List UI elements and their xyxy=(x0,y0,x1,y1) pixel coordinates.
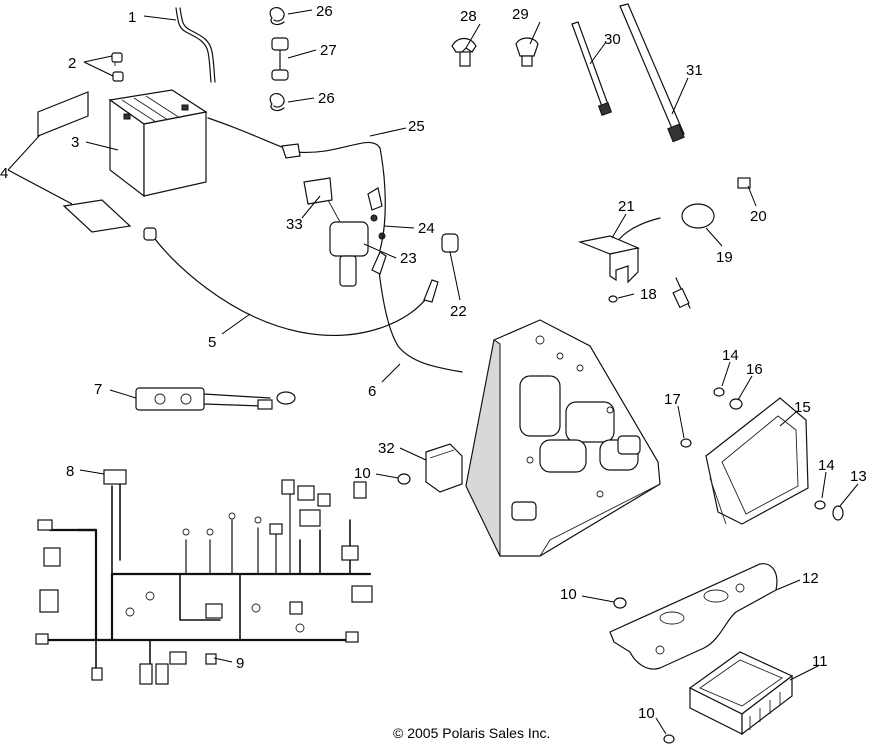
callout-10c: 10 xyxy=(638,705,655,722)
copyright-notice: © 2005 Polaris Sales Inc. xyxy=(393,725,550,741)
fasteners-part xyxy=(680,387,844,521)
callout-8: 8 xyxy=(66,463,74,480)
callout-29: 29 xyxy=(512,6,529,23)
callout-21: 21 xyxy=(618,198,635,215)
callout-14a: 14 xyxy=(722,347,739,364)
callout-11: 11 xyxy=(812,653,828,670)
callout-23: 23 xyxy=(400,250,417,267)
callout-6: 6 xyxy=(368,383,376,400)
vent-tube-part xyxy=(175,7,216,83)
callouts: 1 2 3 4 5 6 7 8 9 10 10 10 11 12 13 14 1… xyxy=(0,3,867,722)
negative-cable-part xyxy=(143,227,439,336)
callout-18: 18 xyxy=(640,286,657,303)
callout-25: 25 xyxy=(408,118,425,135)
leader-lines xyxy=(79,9,859,735)
callout-16: 16 xyxy=(746,361,763,378)
callout-1: 1 xyxy=(128,9,136,26)
callout-17: 17 xyxy=(664,391,681,408)
callout-10b: 10 xyxy=(560,586,577,603)
callout-24: 24 xyxy=(418,220,435,237)
callout-31: 31 xyxy=(686,62,703,79)
bolt-part xyxy=(397,473,675,744)
callout-20: 20 xyxy=(750,208,767,225)
callout-26a: 26 xyxy=(316,3,333,20)
callout-33: 33 xyxy=(286,216,303,233)
callout-4: 4 xyxy=(0,165,8,182)
small-bracket-part xyxy=(577,235,640,284)
callout-26b: 26 xyxy=(318,90,335,107)
callout-22: 22 xyxy=(450,303,467,320)
wiring-harness-part xyxy=(35,469,373,685)
callout-5: 5 xyxy=(208,334,216,351)
callout-7: 7 xyxy=(94,381,102,398)
main-panel-part xyxy=(465,319,661,557)
sensor-parts xyxy=(608,177,751,309)
relay-block-part xyxy=(425,443,463,493)
positive-cable-part xyxy=(207,117,386,251)
push-clips-part xyxy=(451,37,539,67)
cable-part xyxy=(371,251,463,373)
cable-assembly-part xyxy=(135,387,296,411)
callout-13: 13 xyxy=(850,468,867,485)
callout-14b: 14 xyxy=(818,457,835,474)
callout-9: 9 xyxy=(236,655,244,672)
callout-27: 27 xyxy=(320,42,337,59)
solenoid-part xyxy=(303,177,386,287)
callout-30: 30 xyxy=(604,31,621,48)
callout-15: 15 xyxy=(794,399,811,416)
module-plate-part xyxy=(705,397,809,525)
control-module-part xyxy=(688,651,794,736)
terminal-bolts-part xyxy=(111,52,124,82)
callout-28: 28 xyxy=(460,8,477,25)
callout-32: 32 xyxy=(378,440,395,457)
callout-10a: 10 xyxy=(354,465,371,482)
callout-12: 12 xyxy=(802,570,819,587)
callout-19: 19 xyxy=(716,249,733,266)
callout-3: 3 xyxy=(71,134,79,151)
mounting-bracket-part xyxy=(609,563,778,670)
callout-2: 2 xyxy=(68,55,76,72)
rods-part xyxy=(571,3,685,143)
bushing-part xyxy=(441,233,459,253)
battery-part xyxy=(108,89,208,198)
battery-pads-part xyxy=(7,91,132,233)
clips-part xyxy=(269,6,289,112)
